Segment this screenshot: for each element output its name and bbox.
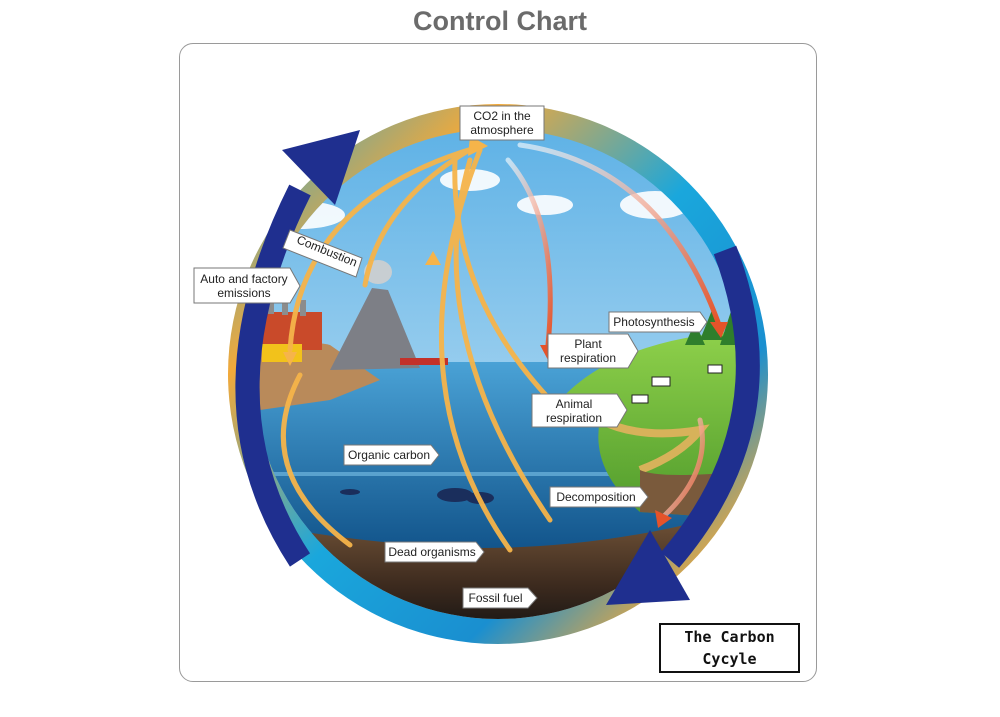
- label-boxes: [193, 105, 708, 609]
- left-cycle-arrow-shaft: [235, 184, 311, 567]
- diagram-frame: [179, 43, 817, 682]
- left-cycle-arrowhead: [282, 130, 360, 205]
- grassland: [560, 330, 743, 520]
- label-decomposition: Decomposition: [556, 490, 636, 504]
- release-arrowheads: [283, 136, 488, 366]
- caption-text: The Carbon Cycyle: [684, 628, 775, 668]
- label-auto-factory-emissions: Auto and factory emissions: [200, 272, 288, 300]
- label-plant-respiration: Plant respiration: [559, 337, 617, 365]
- fish: [340, 488, 494, 504]
- right-cycle-arrow-shaft: [660, 245, 760, 568]
- ship: [400, 358, 448, 365]
- label-dead-organisms: Dead organisms: [388, 545, 476, 559]
- label-organic-carbon: Organic carbon: [347, 448, 431, 462]
- label-animal-respiration: Animal respiration: [545, 397, 603, 425]
- uptake-flows: [505, 142, 721, 518]
- label-co2-atmosphere: CO2 in the atmosphere: [470, 109, 534, 137]
- cows: [631, 364, 723, 404]
- label-photosynthesis: Photosynthesis: [613, 315, 695, 329]
- page-title: Control Chart: [413, 6, 587, 36]
- right-cycle-arrowhead: [606, 530, 690, 605]
- label-fossil-fuel: Fossil fuel: [468, 591, 523, 605]
- volcano: [330, 288, 420, 370]
- caption-box: The Carbon Cycyle: [659, 623, 800, 673]
- release-flows: [280, 142, 563, 553]
